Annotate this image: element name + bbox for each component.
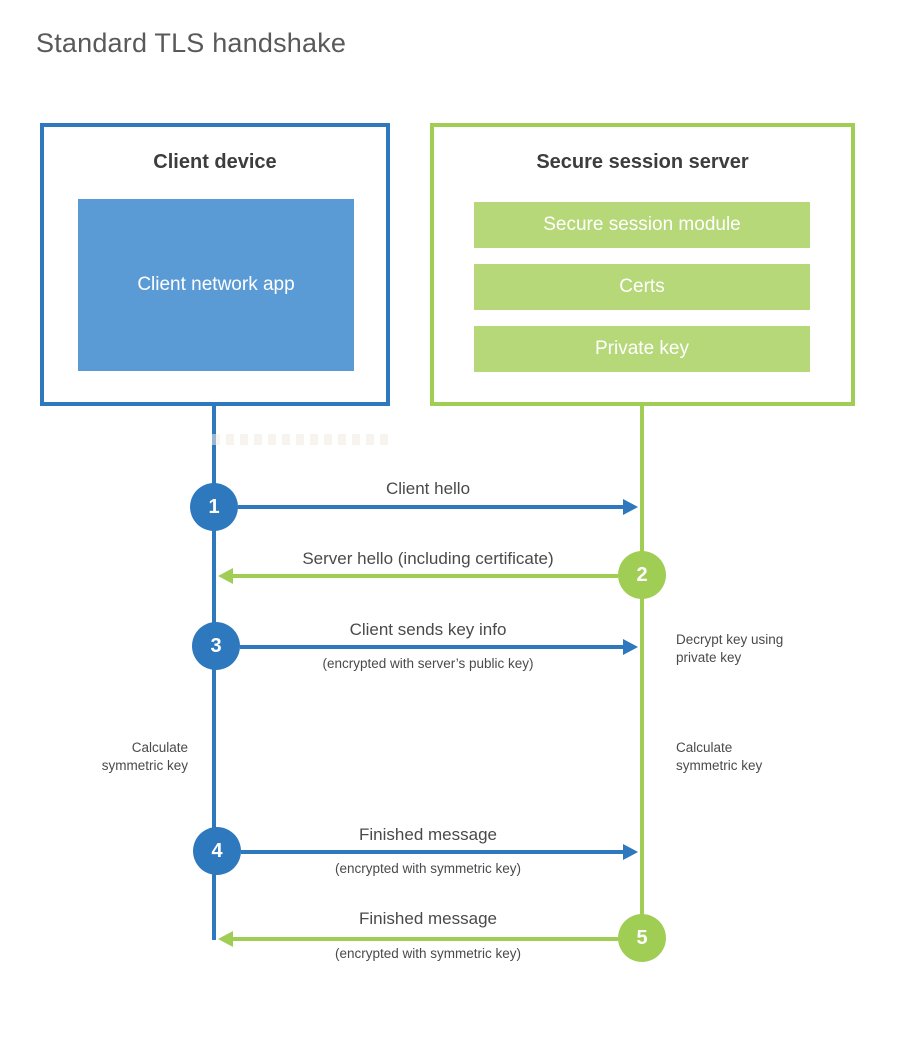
server-lifeline bbox=[640, 402, 644, 940]
note-calculate-symmetric-key-client: Calculate symmetric key bbox=[101, 740, 188, 773]
step-5-arrowhead-icon bbox=[218, 931, 233, 947]
step-4-sublabel: (encrypted with symmetric key) bbox=[334, 861, 522, 876]
note-decrypt-key: Decrypt key using private key bbox=[676, 632, 784, 665]
faint-dashes-artifact bbox=[212, 434, 392, 445]
client-network-app-label: Client network app bbox=[137, 273, 295, 295]
step-5-sublabel: (encrypted with symmetric key) bbox=[334, 946, 522, 961]
step-3-label: Client sends key info bbox=[349, 620, 507, 639]
step-4-arrowhead-icon bbox=[623, 844, 638, 860]
note-calculate-symmetric-key-server: Calculate symmetric key bbox=[676, 740, 763, 773]
client-device-box: Client device Client network app bbox=[40, 123, 390, 406]
client-network-app-box: Client network app bbox=[78, 199, 354, 371]
step-2-arrowhead-icon bbox=[218, 568, 233, 584]
step-5-arrow bbox=[232, 937, 618, 941]
step-3-badge: 3 bbox=[192, 622, 240, 670]
step-4-badge: 4 bbox=[193, 827, 241, 875]
step-2-label: Server hello (including certificate) bbox=[302, 549, 554, 568]
page-title: Standard TLS handshake bbox=[36, 28, 347, 58]
step-1-label: Client hello bbox=[385, 479, 471, 498]
server-module-certs: Certs bbox=[474, 264, 810, 310]
step-5-badge: 5 bbox=[618, 914, 666, 962]
step-1-badge: 1 bbox=[190, 483, 238, 531]
step-3-arrow bbox=[240, 645, 624, 649]
step-5-label: Finished message bbox=[359, 909, 497, 928]
client-device-title: Client device bbox=[153, 151, 277, 173]
server-module-private-key: Private key bbox=[474, 326, 810, 372]
step-2-arrow bbox=[232, 574, 618, 578]
step-4-label: Finished message bbox=[359, 825, 497, 844]
step-2-badge: 2 bbox=[618, 551, 666, 599]
secure-session-server-box: Secure session server Secure session mod… bbox=[430, 123, 855, 406]
step-3-arrowhead-icon bbox=[623, 639, 638, 655]
secure-session-server-title: Secure session server bbox=[536, 151, 749, 173]
step-4-arrow bbox=[241, 850, 624, 854]
server-module-secure-session-module: Secure session module bbox=[474, 202, 810, 248]
step-1-arrowhead-icon bbox=[623, 499, 638, 515]
step-3-sublabel: (encrypted with server’s public key) bbox=[322, 656, 534, 671]
step-1-arrow bbox=[238, 505, 624, 509]
client-lifeline bbox=[212, 402, 216, 940]
